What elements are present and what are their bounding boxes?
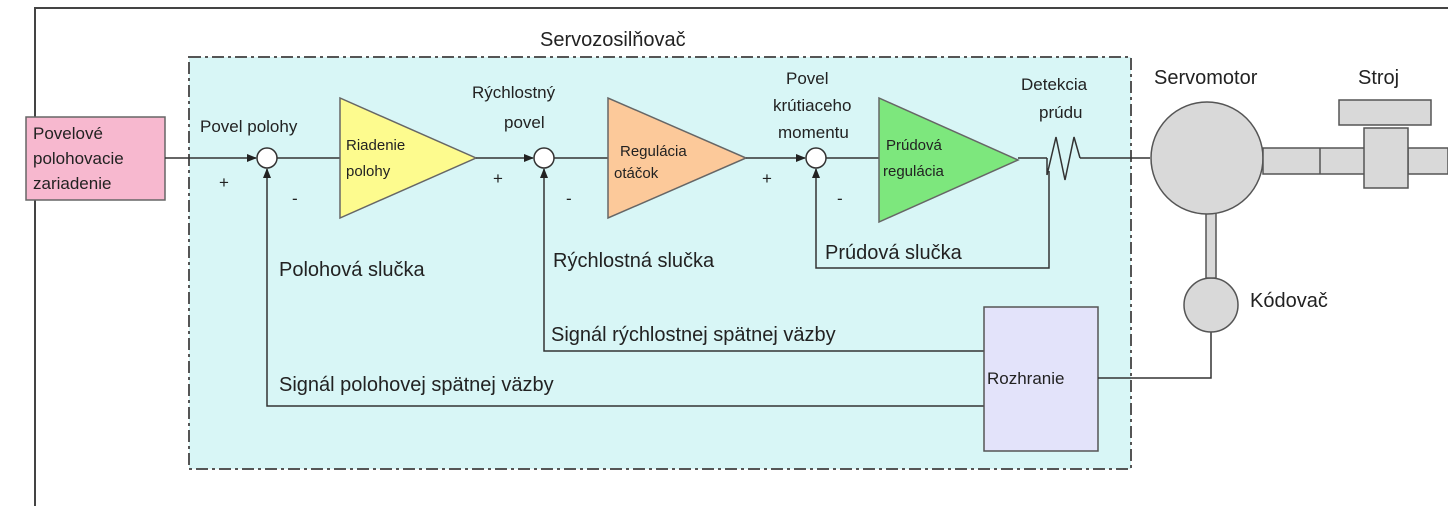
- torque-command-label-3: momentu: [778, 123, 849, 142]
- encoder-label: Kódovač: [1250, 290, 1328, 312]
- torque-command-label-2: krútiaceho: [773, 96, 851, 115]
- current-summing-junction: [805, 147, 827, 169]
- current-loop-label: Prúdová slučka: [825, 242, 963, 264]
- position-control-block: [339, 96, 478, 220]
- current-plus-sign: +: [762, 169, 772, 188]
- current-block-label-2: regulácia: [883, 163, 945, 180]
- position-block-label-2: polohy: [346, 163, 391, 180]
- servomotor-label: Servomotor: [1154, 67, 1258, 89]
- machine-top-plate: [1338, 99, 1432, 126]
- position-feedback-line: [263, 168, 984, 407]
- current-control-block: [878, 96, 1020, 224]
- interface-box: [983, 306, 1099, 452]
- command-source-line1: Povelové: [33, 124, 103, 143]
- speed-control-block: [607, 96, 748, 220]
- outer-frame: [34, 7, 1448, 506]
- position-command-label: Povel polohy: [200, 117, 298, 136]
- position-block-label-1: Riadenie: [346, 137, 405, 154]
- command-source-line2: polohovacie: [33, 149, 124, 168]
- position-plus-sign: +: [219, 173, 229, 192]
- current-detection-label-2: prúdu: [1039, 103, 1082, 122]
- torque-command-label-1: Povel: [786, 69, 829, 88]
- speed-block-label-2: otáčok: [614, 165, 659, 182]
- position-loop-label: Polohová slučka: [279, 259, 426, 281]
- encoder-to-interface-line: [1098, 331, 1212, 379]
- position-minus-sign: -: [292, 189, 298, 208]
- current-detection-label-1: Detekcia: [1021, 75, 1088, 94]
- command-source-line3: zariadenie: [33, 174, 111, 193]
- encoder-disc: [1183, 277, 1239, 333]
- machine-label: Stroj: [1358, 67, 1399, 89]
- speed-feedback-line: [540, 168, 984, 352]
- speed-feedback-label: Signál rýchlostnej spätnej väzby: [551, 324, 836, 346]
- motor-shaft: [1262, 147, 1448, 175]
- command-source-box: [25, 116, 166, 201]
- speed-command-label-1: Rýchlostný: [472, 83, 556, 102]
- current-sensor-symbol: [1046, 136, 1081, 181]
- position-summing-junction: [256, 147, 278, 169]
- current-loop-line: [812, 168, 1050, 269]
- speed-summing-junction: [533, 147, 555, 169]
- servomotor-body: [1150, 101, 1264, 215]
- speed-block-label-1: Regulácia: [620, 143, 687, 160]
- speed-plus-sign: +: [493, 169, 503, 188]
- position-feedback-label: Signál polohovej spätnej väzby: [279, 374, 554, 396]
- speed-minus-sign: -: [566, 189, 572, 208]
- speed-loop-label: Rýchlostná slučka: [553, 250, 715, 272]
- interface-label: Rozhranie: [987, 369, 1065, 388]
- speed-command-label-2: povel: [504, 113, 545, 132]
- current-block-label-1: Prúdová: [886, 137, 943, 154]
- machine-coupling-body: [1363, 127, 1409, 189]
- amplifier-title: Servozosilňovač: [540, 29, 686, 51]
- current-minus-sign: -: [837, 189, 843, 208]
